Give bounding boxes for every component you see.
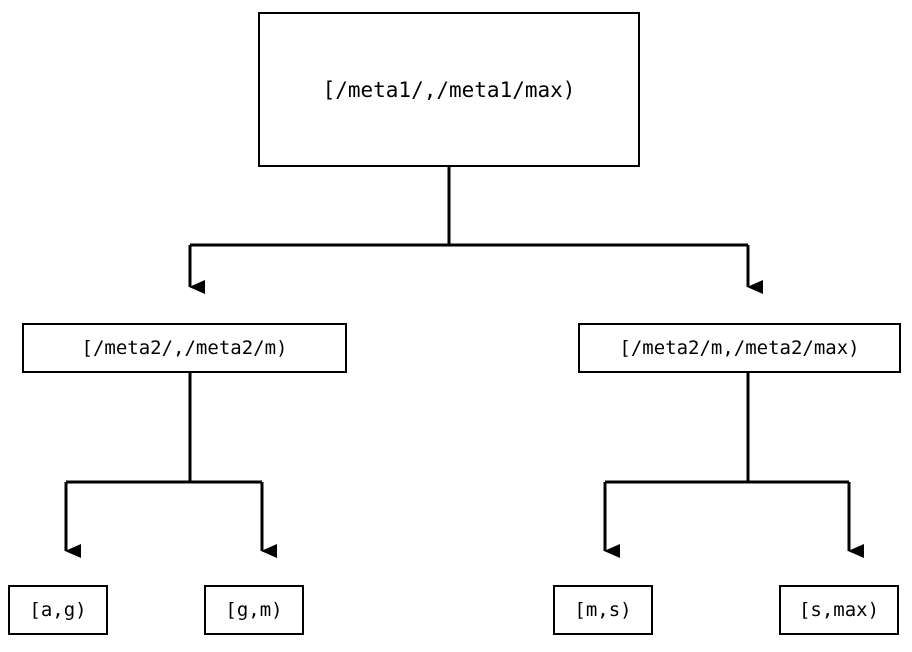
edge-mid-left-to-leaves [64,373,277,558]
node-leaf-g-m[interactable]: [g,m) [204,585,304,635]
node-leaf-s-max[interactable]: [s,max) [779,585,899,635]
edge-root-to-mid-level [188,167,763,294]
node-leaf-a-g[interactable]: [a,g) [8,585,108,635]
edge-mid-right-to-leaves [603,373,864,558]
node-mid-right[interactable]: [/meta2/m,/meta2/max) [578,323,901,373]
node-root[interactable]: [/meta1/,/meta1/max) [258,12,640,167]
node-mid-left[interactable]: [/meta2/,/meta2/m) [22,323,347,373]
node-leaf-m-s[interactable]: [m,s) [553,585,653,635]
